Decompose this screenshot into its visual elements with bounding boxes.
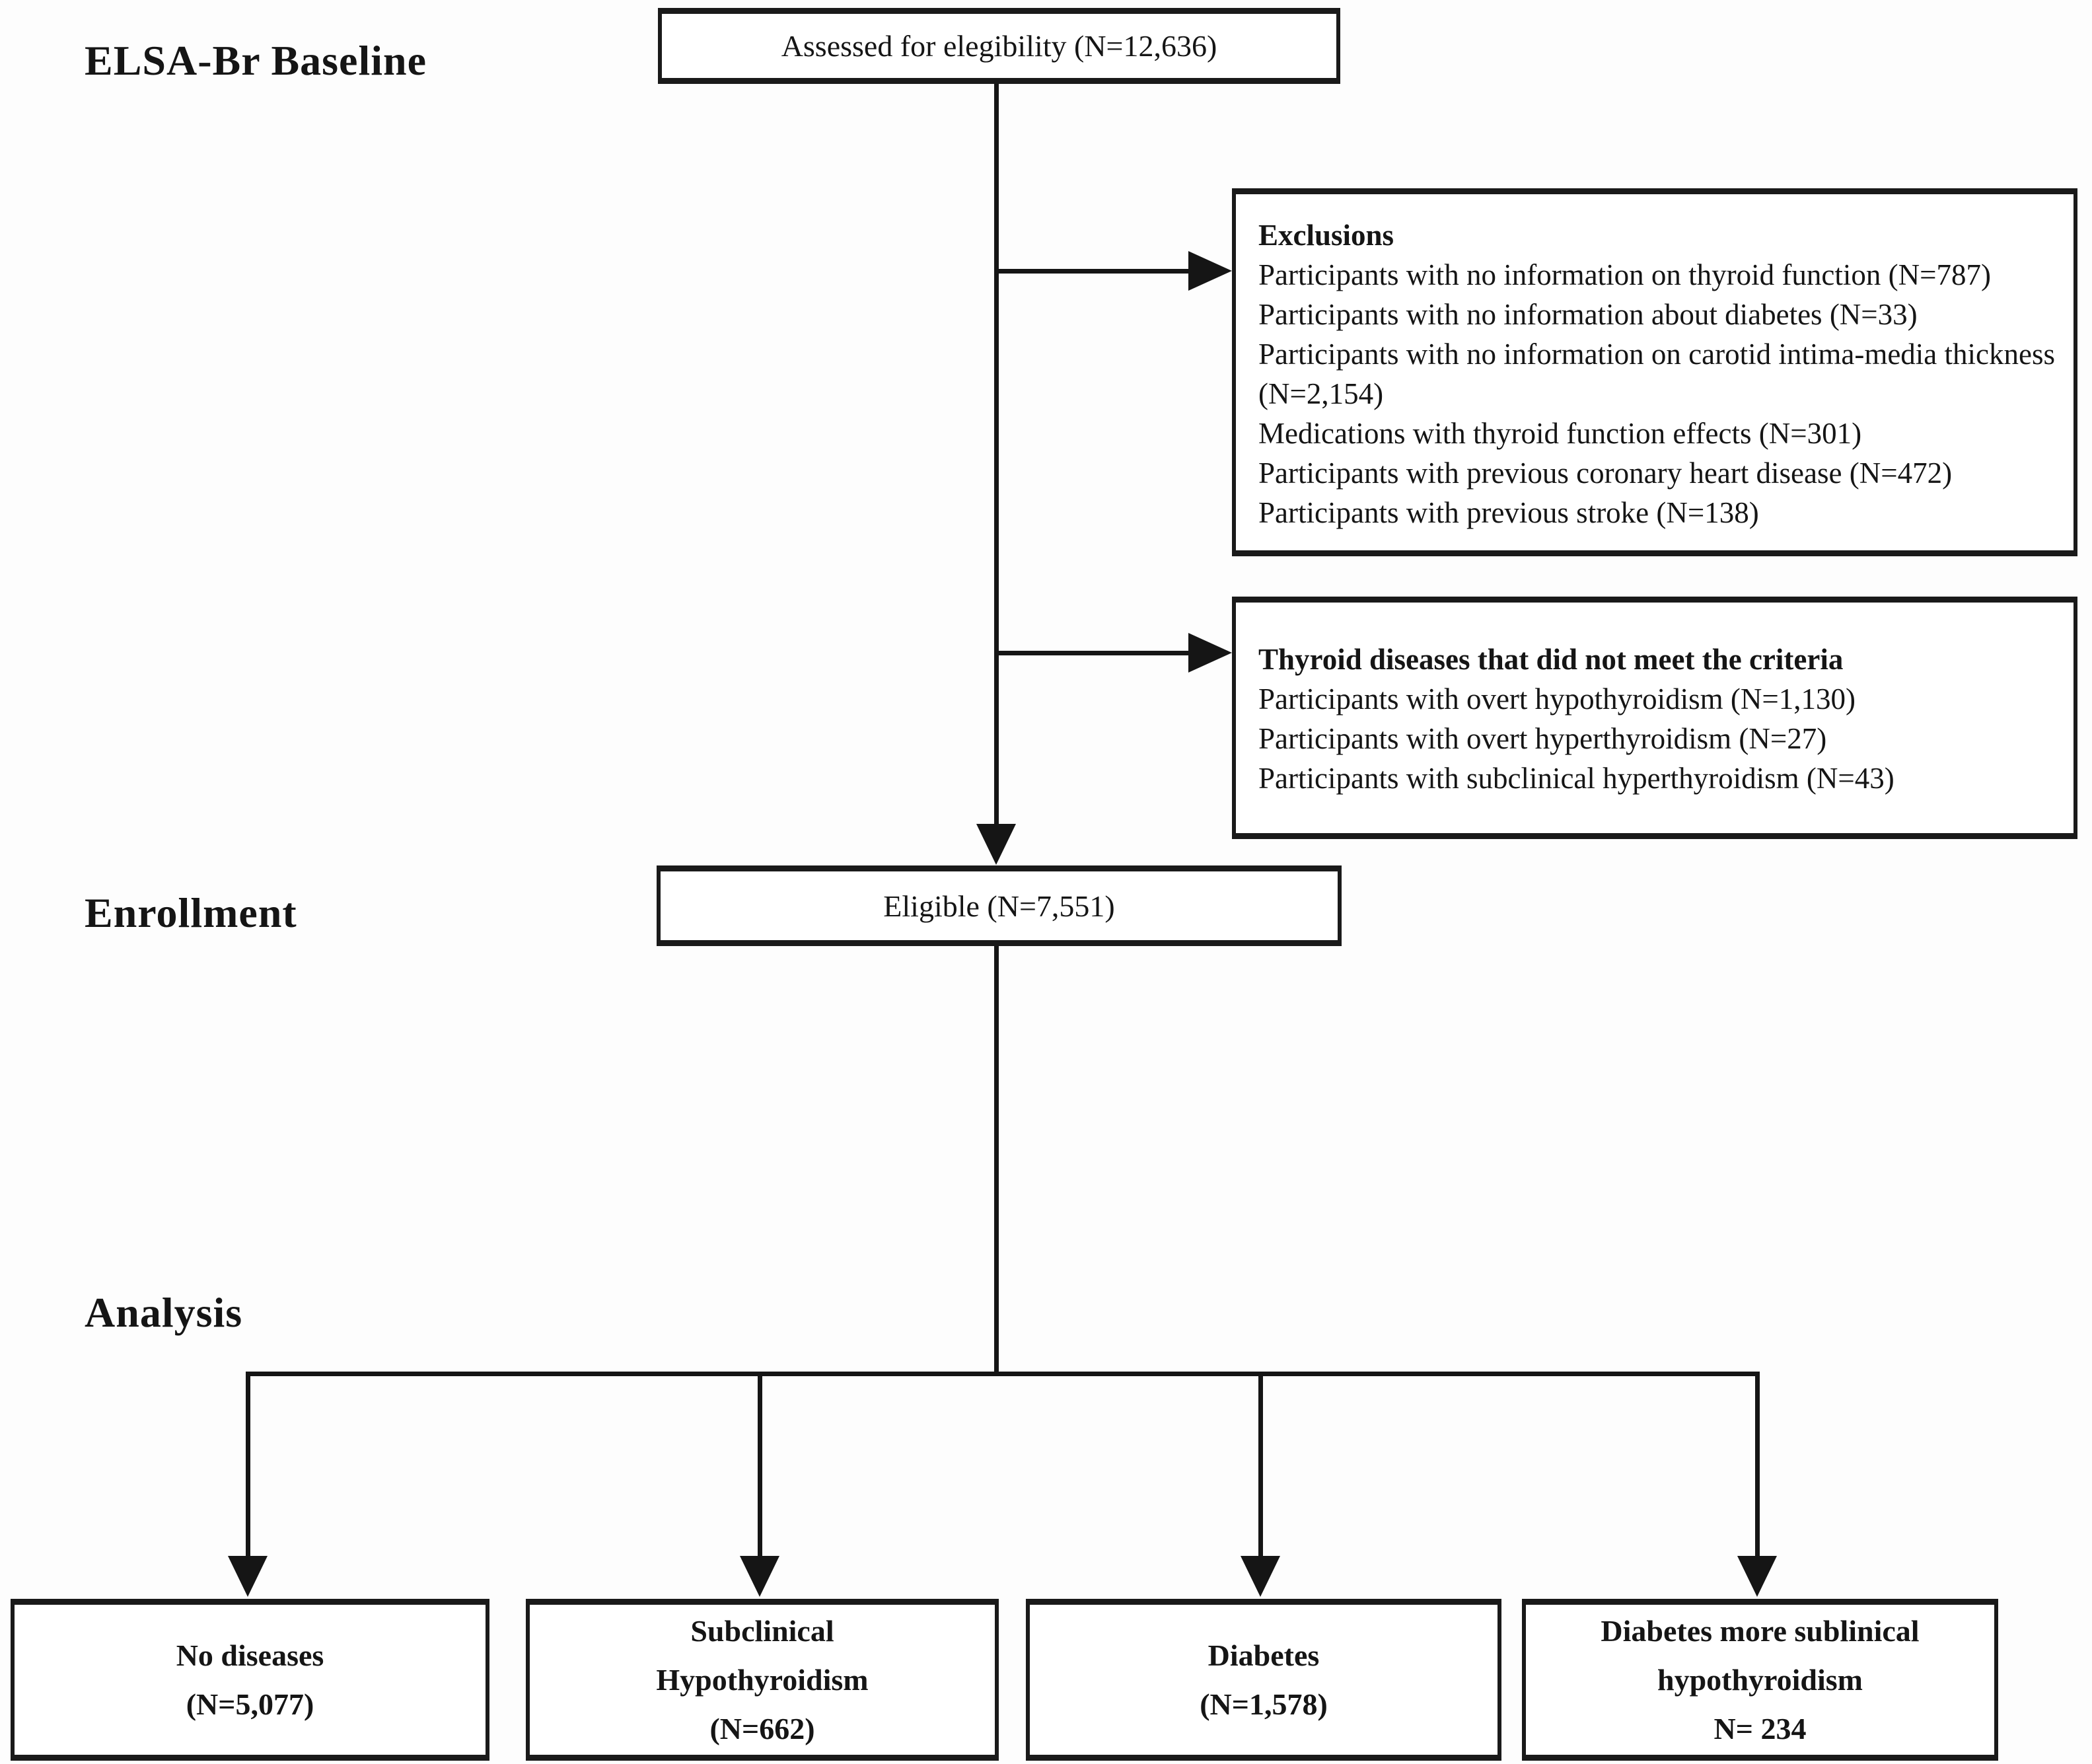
connector-drop-diabetes: [1258, 1372, 1263, 1558]
thyroid-diseases-title: Thyroid diseases that did not meet the c…: [1258, 643, 1844, 676]
exclusions-box: Exclusions Participants with no informat…: [1232, 188, 2077, 556]
analysis-box-subclinical-hypothyroidism-text: Subclinical Hypothyroidism (N=662): [656, 1613, 869, 1746]
analysis-box-diabetes-plus-subclinical: Diabetes more sublinical hypothyroidism …: [1522, 1599, 1998, 1761]
analysis-box-diabetes-text: Diabetes (N=1,578): [1200, 1638, 1328, 1721]
eligible-box: Eligible (N=7,551): [657, 865, 1342, 946]
arrowhead-down-no-diseases-icon: [228, 1556, 268, 1597]
analysis-box-diabetes-plus-subclinical-text: Diabetes more sublinical hypothyroidism …: [1601, 1613, 1920, 1746]
arrowhead-down-subclinical-hypothyroidism-icon: [740, 1556, 779, 1597]
connector-to-exclusions: [996, 269, 1191, 274]
arrowhead-down-to-eligible-icon: [976, 824, 1016, 865]
connector-to-thyroid-diseases: [996, 651, 1191, 655]
connector-drop-no-diseases: [246, 1372, 250, 1558]
assessed-for-eligibility-box: Assessed for elegibility (N=12,636): [658, 8, 1340, 84]
exclusion-item: Participants with previous coronary hear…: [1258, 457, 1953, 490]
analysis-box-diabetes: Diabetes (N=1,578): [1026, 1599, 1501, 1761]
thyroid-disease-item: Participants with overt hypothyroidism (…: [1258, 682, 1856, 716]
arrowhead-down-diabetes-plus-subclinical-icon: [1737, 1556, 1777, 1597]
stage-label-enrollment: Enrollment: [85, 889, 297, 936]
connector-branch-horizontal: [246, 1372, 1760, 1376]
exclusion-item: Medications with thyroid function effect…: [1258, 417, 1862, 450]
stage-label-analysis: Analysis: [85, 1289, 243, 1336]
analysis-box-no-diseases: No diseases (N=5,077): [11, 1599, 489, 1761]
analysis-box-no-diseases-text: No diseases (N=5,077): [176, 1638, 324, 1721]
thyroid-diseases-box: Thyroid diseases that did not meet the c…: [1232, 597, 2077, 839]
analysis-box-subclinical-hypothyroidism: Subclinical Hypothyroidism (N=662): [526, 1599, 999, 1761]
stage-label-baseline: ELSA-Br Baseline: [85, 37, 427, 84]
thyroid-disease-item: Participants with subclinical hyperthyro…: [1258, 762, 1894, 795]
arrowhead-down-diabetes-icon: [1241, 1556, 1280, 1597]
exclusions-title: Exclusions: [1258, 219, 1394, 252]
exclusion-item: Participants with no information about d…: [1258, 298, 1918, 331]
connector-drop-diabetes-plus-subclinical: [1755, 1372, 1760, 1558]
connector-eligible-to-branch: [994, 946, 999, 1376]
eligible-text: Eligible (N=7,551): [883, 889, 1115, 923]
thyroid-disease-item: Participants with overt hyperthyroidism …: [1258, 722, 1827, 755]
arrowhead-right-to-exclusions-icon: [1188, 251, 1232, 291]
arrowhead-right-to-thyroid-diseases-icon: [1188, 633, 1232, 673]
exclusion-item: Participants with no information on thyr…: [1258, 258, 1991, 291]
connector-main-vertical: [994, 84, 999, 825]
exclusion-item: Participants with previous stroke (N=138…: [1258, 496, 1759, 529]
assessed-for-eligibility-text: Assessed for elegibility (N=12,636): [781, 29, 1217, 63]
connector-drop-subclinical-hypothyroidism: [758, 1372, 762, 1558]
exclusion-item: Participants with no information on caro…: [1258, 338, 2055, 410]
